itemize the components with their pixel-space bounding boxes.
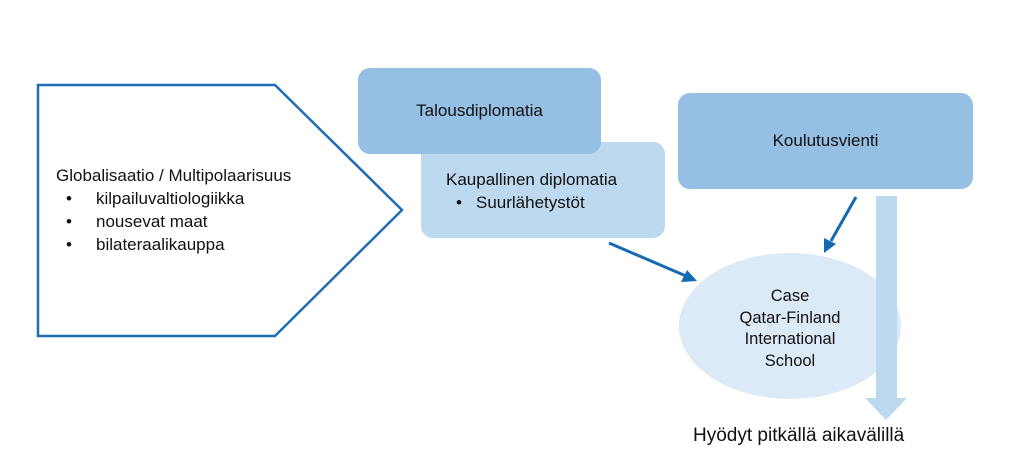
arrowhead-education-to-case [824,238,836,253]
long-term-down-arrow [865,196,907,420]
case-line: International [744,330,836,348]
case-line: School [764,351,816,370]
arrowhead-commercial-to-case [681,270,697,282]
commercial-diplomacy-text: Kaupallinen diplomatia Suurlähetystöt [446,168,661,214]
commercial-diplomacy-bullets: Suurlähetystöt [446,191,661,214]
education-export-box [678,93,973,189]
commercial-diplomacy-box [421,142,665,238]
arrow-commercial-to-case [608,241,687,278]
globalization-text: Globalisaatio / Multipolaarisuus kilpail… [56,164,386,256]
globalization-title: Globalisaatio / Multipolaarisuus [56,166,292,185]
commercial-diplomacy-bullet-item: Suurlähetystöt [446,191,661,214]
commercial-diplomacy-title: Kaupallinen diplomatia [446,170,618,189]
case-circle [679,253,901,399]
case-text: Case Qatar-Finland International School [700,286,880,372]
case-line: Case [770,287,810,305]
arrow-education-to-case [829,196,858,242]
globalization-bullet-item: nousevat maat [56,210,386,233]
globalization-bullet-item: bilateraalikauppa [56,233,386,256]
long-term-benefits-label: Hyödyt pitkällä aikavälillä [693,425,905,446]
globalization-bullet-item: kilpailuvaltiologiikka [56,187,386,210]
case-line: Qatar-Finland [739,308,841,327]
economic-diplomacy-box [358,68,601,154]
education-export-label: Koulutusvienti [772,131,879,150]
economic-diplomacy-label: Talousdiplomatia [416,101,543,120]
globalization-bullets: kilpailuvaltiologiikka nousevat maat bil… [56,187,386,256]
